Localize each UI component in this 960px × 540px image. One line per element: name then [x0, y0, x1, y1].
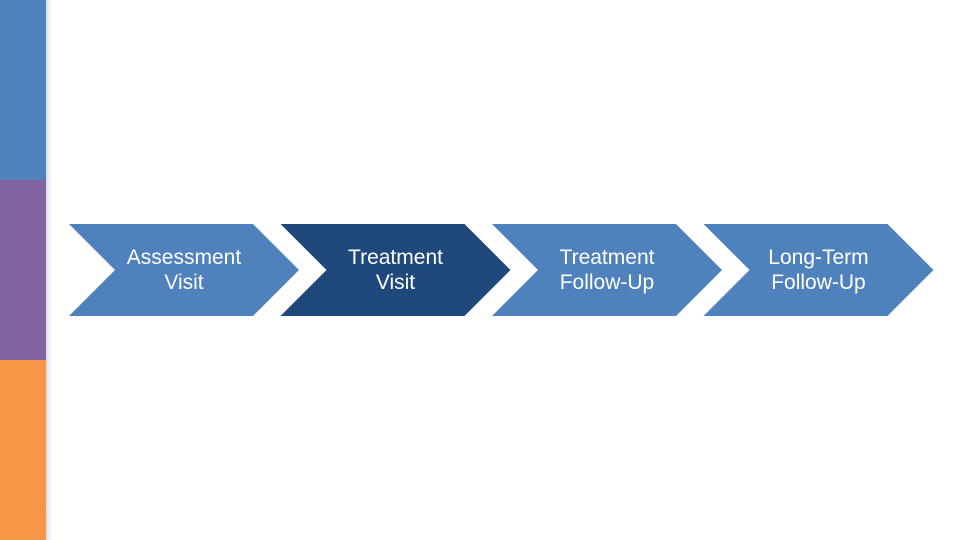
chevron-long-term-follow-up [703, 224, 934, 316]
step-label-treatment-visit: Treatment Visit [348, 246, 443, 294]
step-label-treatment-follow-up: Treatment Follow-Up [559, 246, 655, 294]
step-label-long-term-follow-up: Long-Term Follow-Up [768, 246, 869, 294]
chevron-treatment-visit [280, 224, 511, 316]
chevron-treatment-follow-up [492, 224, 722, 316]
accent-bar-blue [0, 0, 46, 180]
accent-bar-shadow [46, 0, 52, 540]
accent-bar-orange [0, 360, 46, 540]
chevron-assessment-visit [69, 224, 299, 316]
accent-side-bar [0, 0, 46, 540]
step-label-assessment-visit: Assessment Visit [126, 246, 242, 294]
accent-bar-purple [0, 180, 46, 360]
